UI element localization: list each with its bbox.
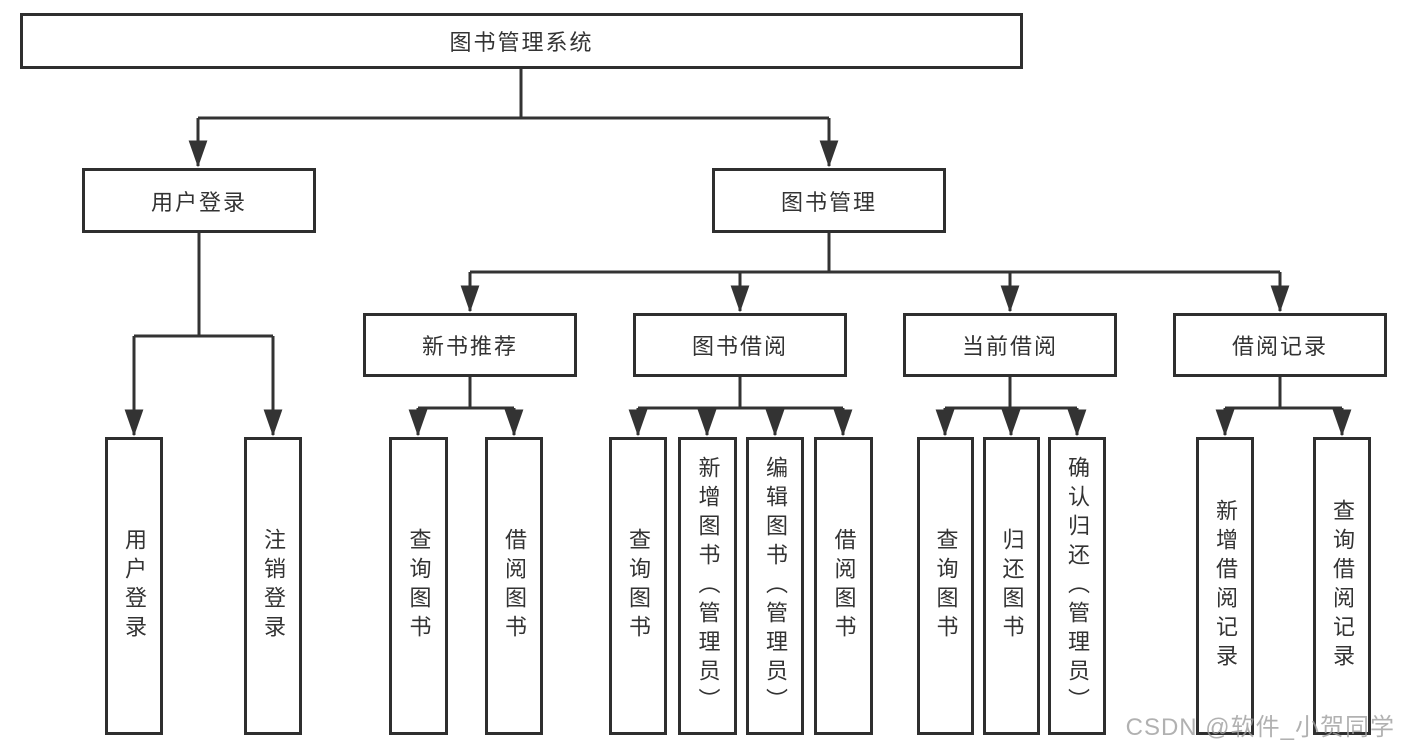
node-borrowing-records-label: 借阅记录 [1231,334,1328,359]
node-borrowing-records: 借阅记录 [1173,313,1387,377]
node-book-borrowing: 图书借阅 [633,313,847,377]
leaf-current-confirm-return-admin: 确认归还（管理员） [1048,437,1106,735]
node-user-login-label: 用户登录 [150,189,247,215]
leaf-borrowing-query-book: 查询图书 [609,437,667,735]
leaf-records-query-record-label: 查询借阅记录 [1330,499,1355,673]
leaf-user-login: 用户登录 [105,437,163,735]
node-root-label: 图书管理系统 [449,30,594,55]
leaf-records-query-record: 查询借阅记录 [1313,437,1371,735]
leaf-current-query-book-label: 查询图书 [933,528,959,644]
csdn-watermark: CSDN @软件_小贺同学 [1125,714,1395,741]
node-current-borrowing-label: 当前借阅 [961,334,1058,359]
node-book-borrowing-label: 图书借阅 [691,334,788,359]
node-new-book-recommend-label: 新书推荐 [421,334,518,359]
leaf-borrowing-edit-book-admin-label: 编辑图书（管理员） [763,455,788,717]
node-user-login: 用户登录 [82,168,316,233]
node-root: 图书管理系统 [20,13,1023,69]
leaf-borrowing-edit-book-admin: 编辑图书（管理员） [746,437,804,735]
node-book-management-label: 图书管理 [780,189,877,215]
leaf-borrowing-add-book-admin: 新增图书（管理员） [678,437,737,735]
leaf-records-add-record-label: 新增借阅记录 [1213,499,1238,673]
leaf-borrowing-query-book-label: 查询图书 [626,528,651,644]
leaf-logout-label: 注销登录 [261,528,286,644]
leaf-current-return-book-label: 归还图书 [999,528,1025,644]
leaf-current-confirm-return-admin-label: 确认归还（管理员） [1065,455,1090,717]
leaf-borrowing-add-book-admin-label: 新增图书（管理员） [695,455,721,717]
leaf-logout: 注销登录 [244,437,302,735]
leaf-recommend-query-book-label: 查询图书 [406,528,432,644]
node-new-book-recommend: 新书推荐 [363,313,577,377]
leaf-current-query-book: 查询图书 [917,437,974,735]
leaf-current-return-book: 归还图书 [983,437,1040,735]
leaf-user-login-label: 用户登录 [122,528,147,644]
node-current-borrowing: 当前借阅 [903,313,1117,377]
leaf-records-add-record: 新增借阅记录 [1196,437,1254,735]
leaf-recommend-borrow-book: 借阅图书 [485,437,543,735]
node-book-management: 图书管理 [712,168,946,233]
leaf-recommend-borrow-book-label: 借阅图书 [502,528,527,644]
leaf-recommend-query-book: 查询图书 [389,437,448,735]
leaf-borrowing-borrow-book-label: 借阅图书 [831,528,857,644]
leaf-borrowing-borrow-book: 借阅图书 [814,437,873,735]
